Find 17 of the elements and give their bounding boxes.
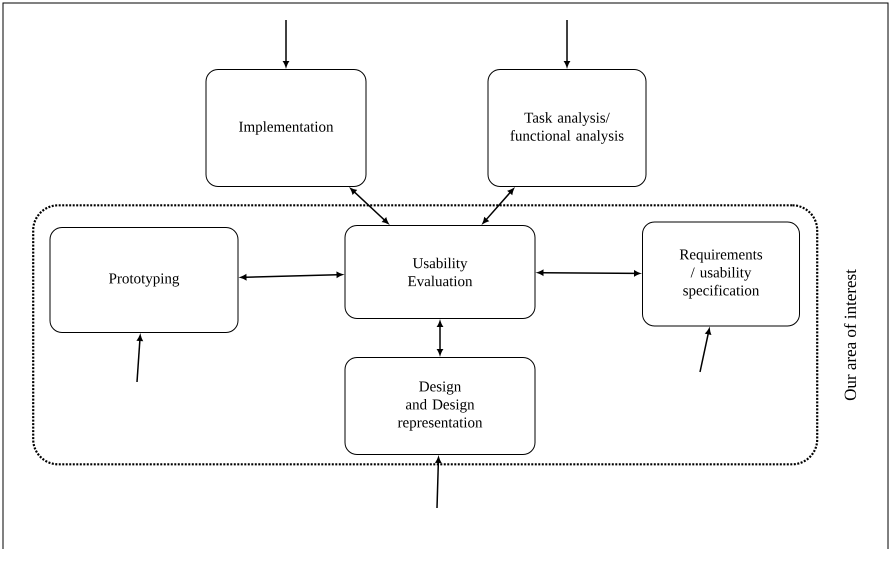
arrow [482, 188, 514, 224]
arrow [350, 188, 389, 224]
process-box: Implementation [206, 69, 366, 187]
process-box: Design and Design representation [344, 357, 536, 455]
node-label: Our area of interest [844, 269, 856, 400]
arrow [699, 328, 712, 372]
arrow [537, 270, 640, 276]
arrow [564, 20, 570, 68]
arrow [240, 272, 343, 280]
arrow [283, 20, 289, 68]
process-box: Usability Evaluation [344, 225, 536, 319]
arrow [437, 320, 443, 356]
process-box: Requirements / usability specification [642, 222, 800, 326]
arrow [436, 456, 442, 508]
arrow [136, 334, 143, 382]
process-box: Task analysis/ functional analysis [488, 69, 646, 187]
process-box: Prototyping [50, 227, 238, 333]
